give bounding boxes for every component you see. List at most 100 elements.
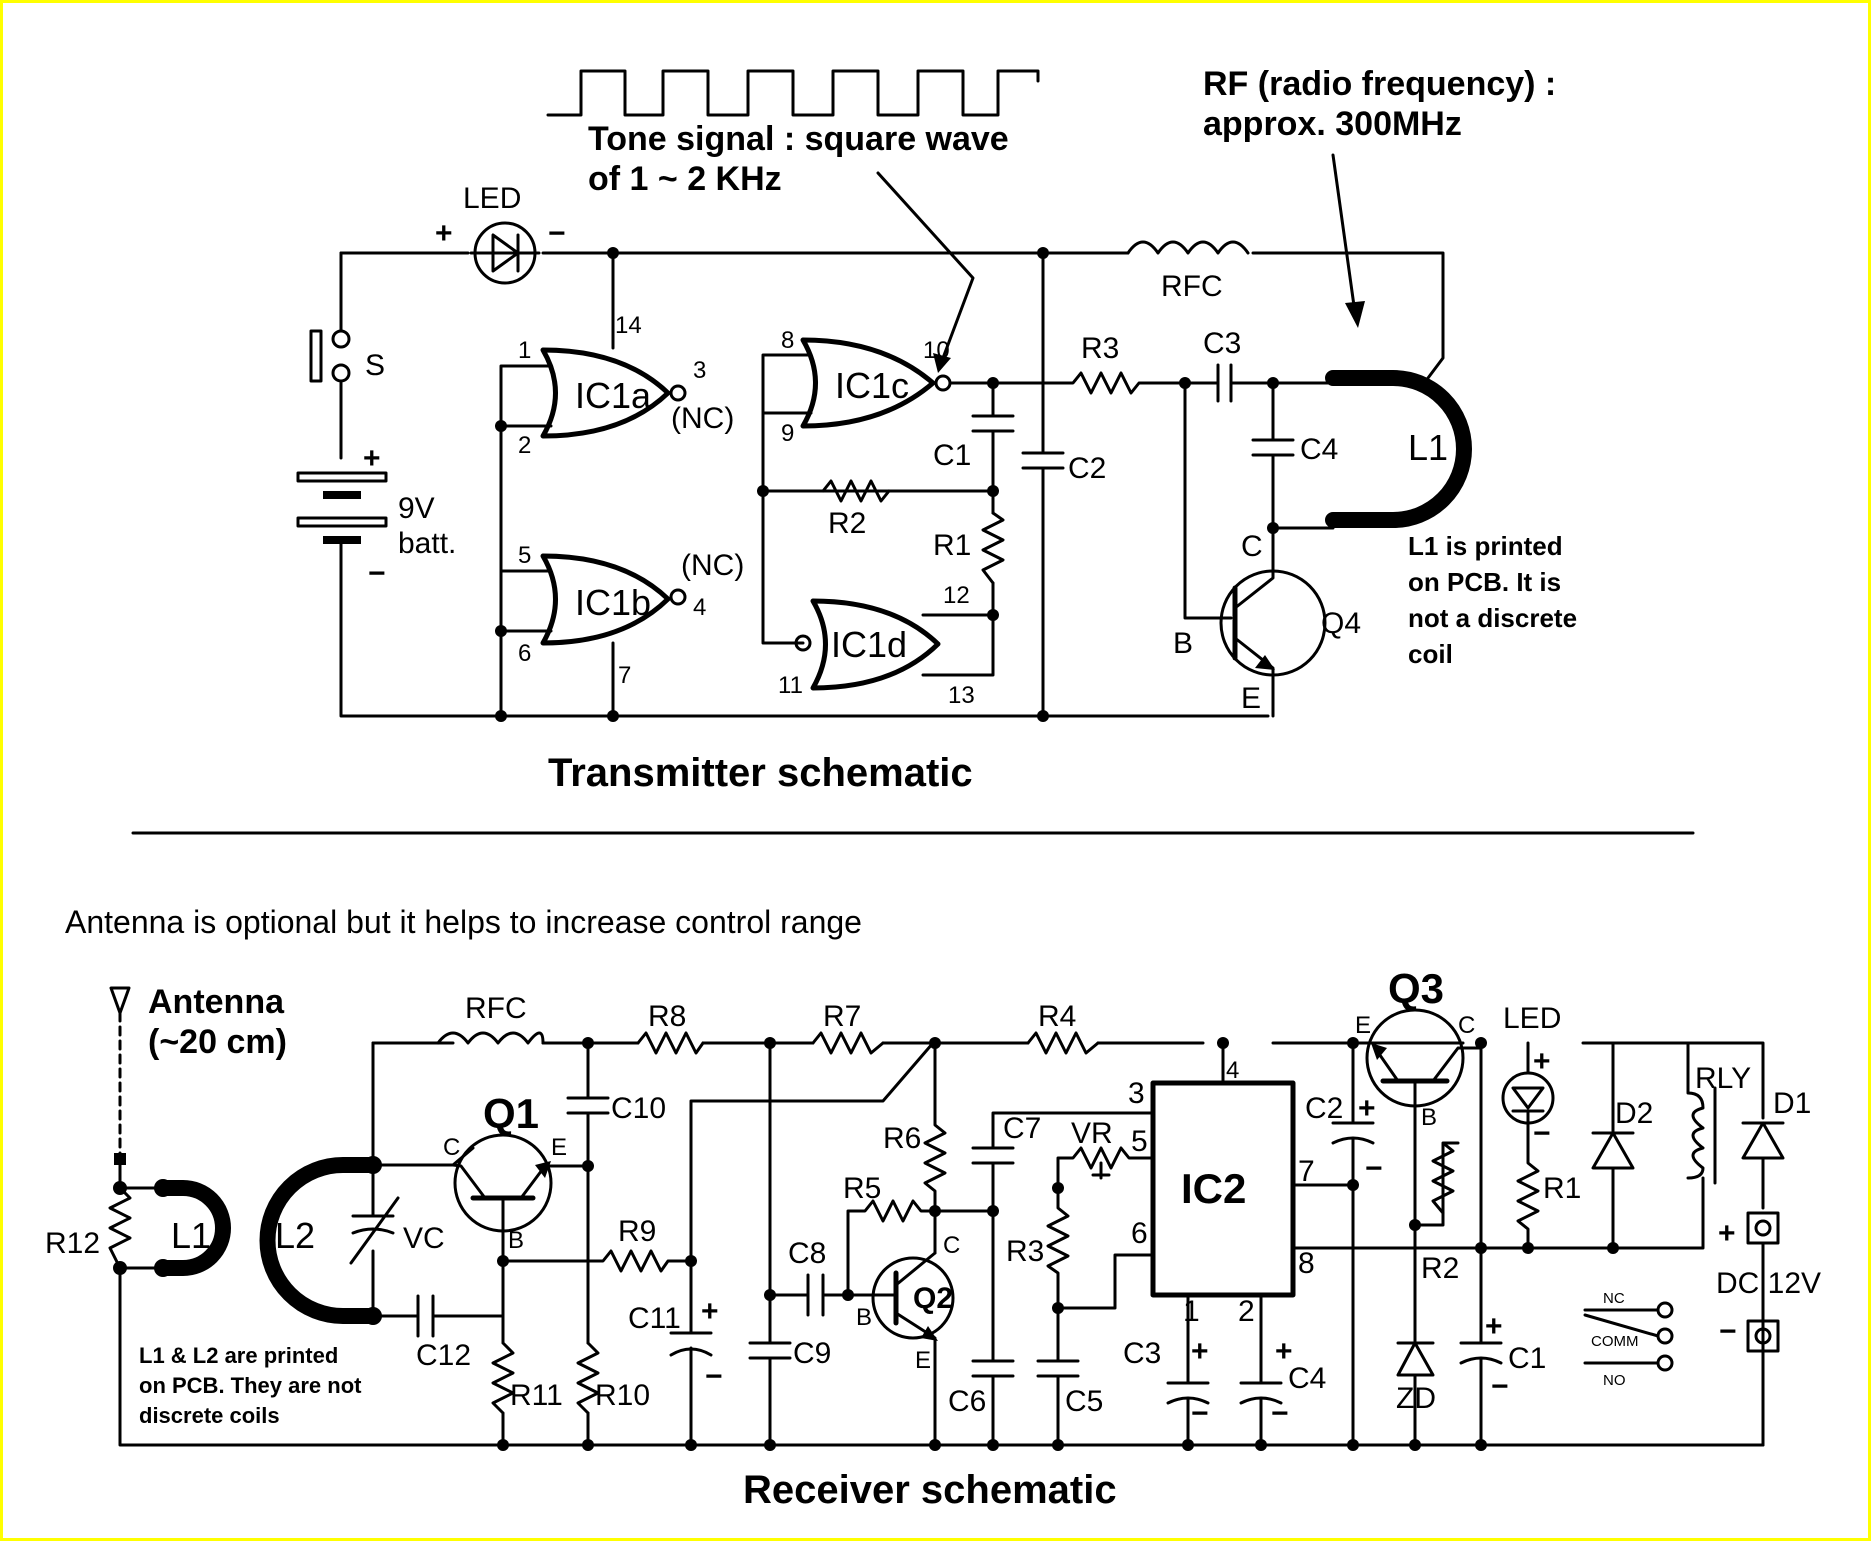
pin6-label: 6 xyxy=(1131,1217,1148,1250)
ic2-label: IC2 xyxy=(1181,1165,1246,1212)
r2-label: R2 xyxy=(828,507,866,540)
r3-resistor xyxy=(1041,371,1233,620)
rx-c2-plus: + xyxy=(1358,1092,1376,1125)
l1-note-line4: coil xyxy=(1408,639,1453,669)
dc-plus-terminal xyxy=(1746,1211,1780,1245)
dc12v-label: DC 12V xyxy=(1716,1267,1821,1300)
battery-plate-top xyxy=(296,471,388,483)
switch-label: S xyxy=(365,349,385,382)
vc-label: VC xyxy=(403,1222,445,1255)
battery-batt: batt. xyxy=(398,527,456,560)
pin2-label: 2 xyxy=(518,432,531,459)
rx-r2-label: R2 xyxy=(1421,1252,1459,1285)
q1-emitter-arrow xyxy=(535,1161,551,1178)
c9-label: C9 xyxy=(793,1337,831,1370)
ic1d-label: IC1d xyxy=(831,624,907,665)
c11-plus: + xyxy=(701,1295,719,1328)
pin6-wire xyxy=(1056,1253,1155,1310)
tx-l1-coil xyxy=(1325,370,1472,528)
nc1-label: (NC) xyxy=(671,402,734,435)
r5-label: R5 xyxy=(843,1172,881,1205)
rf-note-line1: RF (radio frequency) : xyxy=(1203,65,1556,103)
l1-note-line1: L1 is printed xyxy=(1408,531,1563,561)
pin6-label: 6 xyxy=(518,640,531,667)
tx-led-label: LED xyxy=(463,182,521,215)
q4-b-label: B xyxy=(1173,627,1193,660)
ic1c-gate xyxy=(800,337,936,429)
nc2-label: (NC) xyxy=(681,549,744,582)
c8-symbol xyxy=(768,1273,885,1317)
relay-comm-contact xyxy=(1656,1327,1674,1345)
q3-emitter-arrow xyxy=(1371,1043,1387,1060)
pin13-label: 13 xyxy=(948,682,975,709)
pin12-label: 12 xyxy=(943,582,970,609)
rx-c1-plus: + xyxy=(1485,1310,1503,1343)
pin8-label: 8 xyxy=(781,327,794,354)
rf-note-line2: approx. 300MHz xyxy=(1203,105,1462,143)
ic1d-gate xyxy=(810,598,941,691)
rx-c2-label: C2 xyxy=(1305,1092,1343,1125)
d2-diode xyxy=(1591,1041,1635,1250)
pin9-label: 9 xyxy=(781,420,794,447)
ic1c-label: IC1c xyxy=(835,365,909,406)
ic1a-label: IC1a xyxy=(575,375,652,416)
d1-label: D1 xyxy=(1773,1087,1811,1120)
tone-arrow xyxy=(876,171,975,360)
r3-c5-symbols xyxy=(1036,1186,1080,1447)
ic1c-bubble xyxy=(934,374,952,392)
tx-left-rail xyxy=(339,251,1270,718)
transmitter-schematic: Tone signal : square wave of 1 ~ 2 KHz R… xyxy=(296,65,1577,795)
d1-diode xyxy=(1741,1121,1785,1160)
rx-top-rail xyxy=(371,1041,1765,1120)
zd-zener xyxy=(1396,1223,1435,1447)
ic1b-gate xyxy=(540,553,671,646)
r2-resistor xyxy=(821,479,891,503)
pin5-label: 5 xyxy=(518,542,531,569)
c11-symbol xyxy=(669,1041,935,1447)
pin8-rail xyxy=(1291,1176,1705,1250)
battery-plate-neg2 xyxy=(323,536,361,544)
q2-c-label: C xyxy=(943,1232,960,1259)
dc-minus-sign: − xyxy=(1719,1315,1737,1348)
square-wave-symbol xyxy=(546,69,1040,117)
r8-label: R8 xyxy=(648,1000,686,1033)
rf-arrow xyxy=(1331,153,1357,315)
ic1d-inputs xyxy=(921,613,995,677)
r7-label: R7 xyxy=(823,1000,861,1033)
q1-b-label: B xyxy=(508,1227,524,1254)
q3-leads xyxy=(1373,1046,1483,1227)
pin3-label: 3 xyxy=(693,357,706,384)
c4-plus: + xyxy=(1275,1335,1293,1368)
pin14-label: 14 xyxy=(615,312,642,339)
c4-label: C4 xyxy=(1300,433,1338,466)
relay-comm-label: COMM xyxy=(1591,1333,1639,1350)
c3-minus: − xyxy=(1191,1397,1209,1430)
tx-l1-label: L1 xyxy=(1408,427,1448,468)
rx-r12-label: R12 xyxy=(45,1227,100,1260)
c8-label: C8 xyxy=(788,1237,826,1270)
rx-l2-label: L2 xyxy=(275,1215,315,1256)
pin7-label: 7 xyxy=(1298,1155,1315,1188)
ic1a-gate xyxy=(540,347,671,439)
ic1a-bubble xyxy=(669,384,687,402)
rx-rfc-label: RFC xyxy=(465,992,527,1025)
c9-symbol xyxy=(748,1041,792,1447)
q2-b-label: B xyxy=(856,1304,872,1331)
c3-symbol xyxy=(1178,363,1275,403)
r9-label: R9 xyxy=(618,1215,656,1248)
switch-contact-bottom xyxy=(331,363,351,383)
rx-c1-minus: − xyxy=(1491,1370,1509,1403)
relay-no-contact xyxy=(1656,1354,1674,1372)
c12-symbol xyxy=(371,1294,505,1338)
tx-l1-leads xyxy=(1271,381,1335,530)
switch-actuator xyxy=(309,329,323,383)
vc-variable-cap xyxy=(349,1196,400,1265)
rx-c2-minus: − xyxy=(1365,1152,1383,1185)
r6-label: R6 xyxy=(883,1122,921,1155)
ic1c-wires xyxy=(761,353,1045,645)
c7-label: C7 xyxy=(1003,1112,1041,1145)
rf-arrowhead xyxy=(1345,301,1365,328)
coils-note-line3: discrete coils xyxy=(139,1403,280,1428)
c11-minus: − xyxy=(705,1360,723,1393)
battery-plate-mid xyxy=(296,516,388,528)
